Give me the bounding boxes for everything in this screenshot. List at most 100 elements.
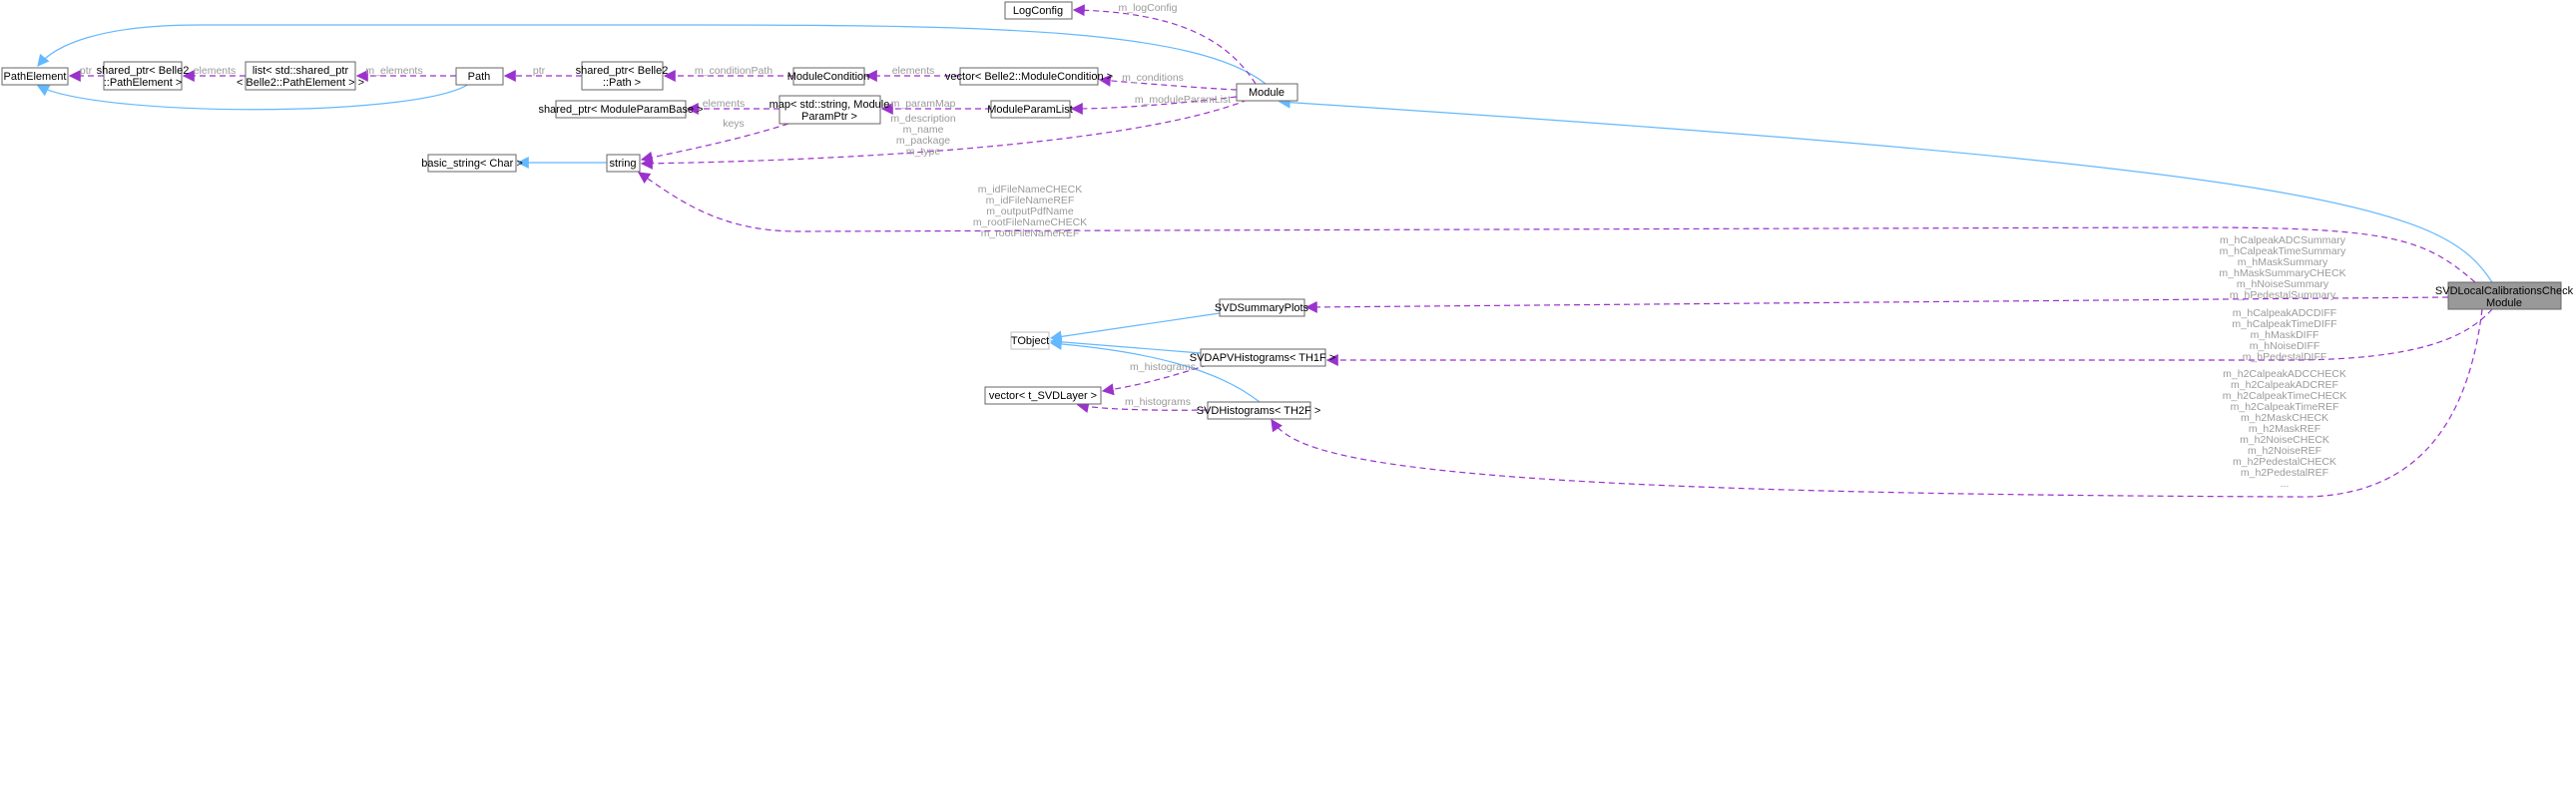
edge-summary [1304,296,2449,313]
edge-label-diff: m_hCalpeakADCDIFF m_hCalpeakTimeDIFF m_h… [2232,307,2336,363]
edge-label: m_hCalpeakADCDIFF [2233,307,2336,319]
edge-path-pathelement [36,83,470,111]
edge-h2 [1271,308,2483,498]
edge-focus-module [1278,96,2493,283]
edge-label: m_hMaskSummaryCHECK [2219,267,2345,279]
edge-label-module-strings: m_description m_name m_package m_type [890,113,956,158]
edge-svdhist-tobject [1049,337,1261,403]
node-label: LogConfig [1013,5,1063,17]
edge-label-check-strings: m_idFileNameCHECK m_idFileNameREF m_outp… [973,184,1087,239]
node-svdhistograms[interactable]: SVDHistograms< TH2F > [1197,401,1321,420]
node-label: Module [1249,87,1285,99]
edge-label-summary: m_hCalpeakADCSummary m_hCalpeakTimeSumma… [2219,234,2346,301]
edge-label: m_h2PedestalREF [2241,467,2328,479]
node-logconfig[interactable]: LogConfig [1004,1,1073,20]
edge-label: m_outputPdfName [986,205,1074,217]
edge-label: m_hCalpeakTimeDIFF [2232,318,2336,330]
node-svdapvhistograms[interactable]: SVDAPVHistograms< TH1F > [1190,348,1336,367]
edge-label: m_name [903,124,944,136]
edge-label: m_hNoiseDIFF [2250,340,2320,352]
node-tobject[interactable]: TObject [1010,331,1050,350]
edge-label: m_h2MaskCHECK [2241,412,2328,424]
edge-label: m_h2CalpeakADCCHECK [2223,368,2346,380]
node-moduleparamlist[interactable]: ModuleParamList [987,100,1073,119]
node-vector-modulecondition[interactable]: vector< Belle2::ModuleCondition > [945,67,1113,86]
edge-label: m_histograms [1130,361,1196,373]
edge-label: m_h2NoiseREF [2248,445,2321,457]
node-label: PathElement [4,71,67,83]
edge-label-h2: m_h2CalpeakADCCHECK m_h2CalpeakADCREF m_… [2223,368,2347,490]
edge-label: m_h2CalpeakADCREF [2231,379,2338,391]
edge-label: m_logConfig [1119,2,1178,14]
node-shared-ptr-pathelement[interactable]: shared_ptr< Belle2::PathElement > [97,61,190,91]
edge-label: m_h2MaskREF [2249,423,2320,435]
edge-label: m_paramMap [891,98,956,110]
node-modulecondition[interactable]: ModuleCondition [787,67,870,86]
edge-label: m_histograms [1125,396,1191,408]
node-label: shared_ptr< Belle2 [97,65,190,77]
edge-label: ... [2281,478,2290,490]
node-label: Path [468,71,491,83]
edge-label: m_hCalpeakADCSummary [2220,234,2346,246]
node-list-shared-ptr[interactable]: list< std::shared_ptr< Belle2::PathEleme… [237,61,364,91]
node-label: SVDAPVHistograms< TH1F > [1190,352,1336,364]
node-module[interactable]: Module [1236,83,1298,102]
edge-label: m_description [890,113,956,125]
edge-label: elements [703,98,746,110]
node-label: SVDSummaryPlots [1215,302,1309,314]
edge-label: m_h2PedestalCHECK [2233,456,2336,468]
node-basic-string[interactable]: basic_string< Char > [421,154,523,173]
edge-label: m_rootFileNameCHECK [973,216,1087,228]
node-label: vector< Belle2::ModuleCondition > [945,71,1113,83]
edge-m-conditions [1098,74,1238,91]
edge-label: m_conditions [1122,72,1184,84]
node-shared-ptr-path[interactable]: shared_ptr< Belle2::Path > [576,61,669,91]
edge-apvhist-tobject [1049,335,1202,354]
edge-summaryplots-tobject [1049,312,1221,343]
edge-m-histograms-svd [1076,401,1209,413]
edge-label: m_h2CalpeakTimeREF [2231,401,2339,413]
node-label: ModuleCondition [787,71,870,83]
edge-keys [640,123,789,164]
node-label: ::Path > [603,77,641,89]
usage-edges [68,4,2493,498]
node-path[interactable]: Path [455,67,504,86]
node-label: TObject [1011,335,1049,347]
edge-label: m_elements [365,65,422,77]
node-label: map< std::string, Module [770,99,890,111]
edge-label: elements [892,65,935,77]
node-label: shared_ptr< ModuleParamBase > [538,104,703,116]
node-label: SVDHistograms< TH2F > [1197,405,1321,417]
edge-label: m_conditionPath [695,65,773,77]
node-label: vector< t_SVDLayer > [989,390,1097,402]
edge-label: keys [723,118,745,130]
edge-label: ptr [80,65,93,77]
edge-label: m_hMaskDIFF [2251,329,2319,341]
node-string[interactable]: string [606,154,641,173]
node-pathelement[interactable]: PathElement [1,67,69,86]
edge-label: m_idFileNameCHECK [978,184,1082,196]
node-label: ModuleParamList [987,104,1073,116]
node-label: < Belle2::PathElement > > [237,77,364,89]
inheritance-edges [36,24,2493,403]
edge-diff [1325,308,2493,366]
edge-label: m_rootFileNameREF [981,227,1080,239]
node-label: string [610,158,637,170]
node-label: Module [2486,297,2522,309]
node-label: ::PathElement > [104,77,183,89]
node-label: ParamPtr > [801,111,857,123]
node-label: list< std::shared_ptr [253,65,349,77]
edge-label: m_h2NoiseCHECK [2240,434,2329,446]
edge-check-strings [638,172,2476,283]
edge-label: elements [194,65,237,77]
node-svdsummaryplots[interactable]: SVDSummaryPlots [1215,298,1309,317]
edge-module-strings [640,99,1249,170]
edge-label: m_hPedestalDIFF [2243,351,2327,363]
node-vector-t-svdlayer[interactable]: vector< t_SVDLayer > [984,386,1102,405]
edge-label: ptr [533,65,546,77]
node-label: basic_string< Char > [421,158,523,170]
node-shared-ptr-moduleparambase[interactable]: shared_ptr< ModuleParamBase > [538,100,704,119]
